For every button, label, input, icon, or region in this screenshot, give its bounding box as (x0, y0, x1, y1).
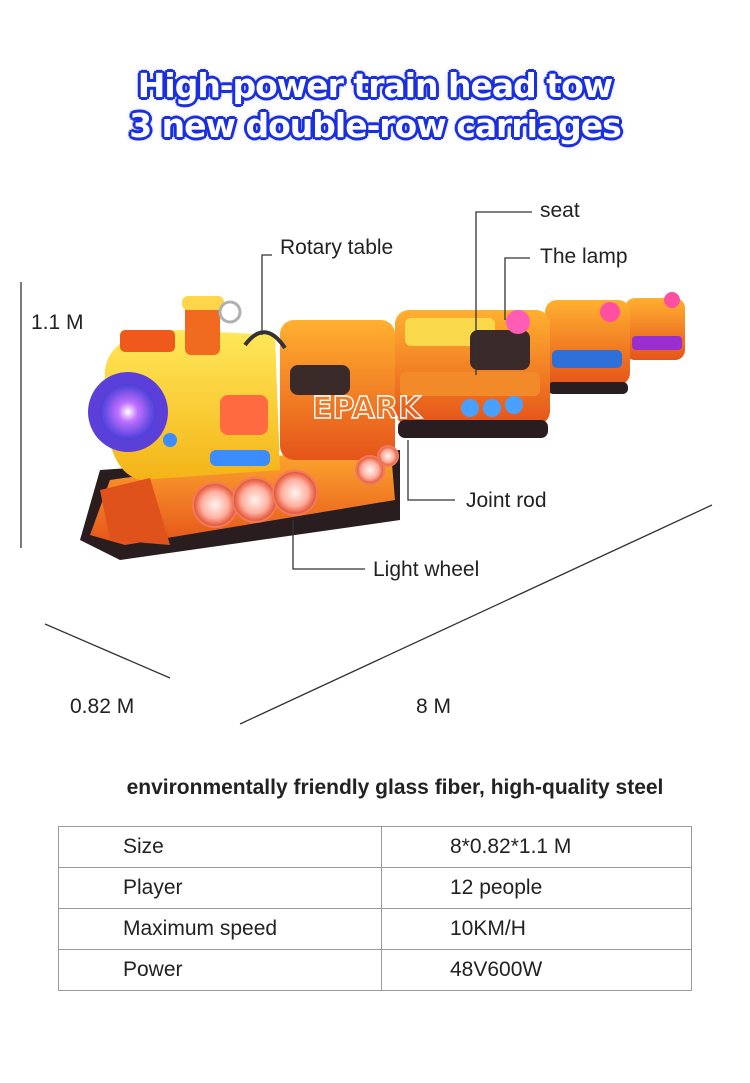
width-line (44, 623, 171, 679)
label-seat: seat (540, 199, 580, 222)
rotary-leader (261, 254, 272, 335)
spec-value-speed: 10KM/H (381, 908, 692, 950)
table-row: Maximum speed 10KM/H (58, 908, 692, 950)
table-row: Size 8*0.82*1.1 M (58, 826, 692, 868)
brand-watermark: EPARK (312, 391, 423, 426)
spec-value-player: 12 people (381, 867, 692, 909)
joint-leader (407, 440, 455, 501)
lamp-leader (504, 257, 530, 320)
table-row: Player 12 people (58, 867, 692, 909)
length-line (239, 504, 713, 725)
spec-key-player: Player (58, 867, 382, 909)
material-caption: environmentally friendly glass fiber, hi… (126, 776, 664, 799)
dimension-width: 0.82 M (70, 695, 135, 718)
spec-key-power: Power (58, 949, 382, 991)
table-row: Power 48V600W (58, 949, 692, 991)
label-light-wheel: Light wheel (373, 558, 480, 581)
carriage-1 (374, 310, 550, 438)
spec-key-size: Size (58, 826, 382, 868)
carriage-3 (625, 292, 685, 360)
spec-key-speed: Maximum speed (58, 908, 382, 950)
label-joint-rod: Joint rod (466, 489, 547, 512)
spec-value-power: 48V600W (381, 949, 692, 991)
label-rotary-table: Rotary table (280, 236, 394, 259)
dimension-length: 8 M (416, 695, 452, 718)
wheel-leader (292, 520, 365, 570)
locomotive (80, 296, 400, 560)
headline-line-2: 3 new double-row carriages (129, 106, 622, 145)
label-lamp: The lamp (540, 245, 628, 268)
spec-value-size: 8*0.82*1.1 M (381, 826, 692, 868)
headline-line-1: High-power train head tow (137, 66, 613, 105)
seat-leader (475, 211, 532, 375)
carriage-2 (545, 300, 630, 394)
dimension-height: 1.1 M (31, 311, 84, 334)
spec-table: Size 8*0.82*1.1 M Player 12 people Maxim… (58, 826, 692, 991)
